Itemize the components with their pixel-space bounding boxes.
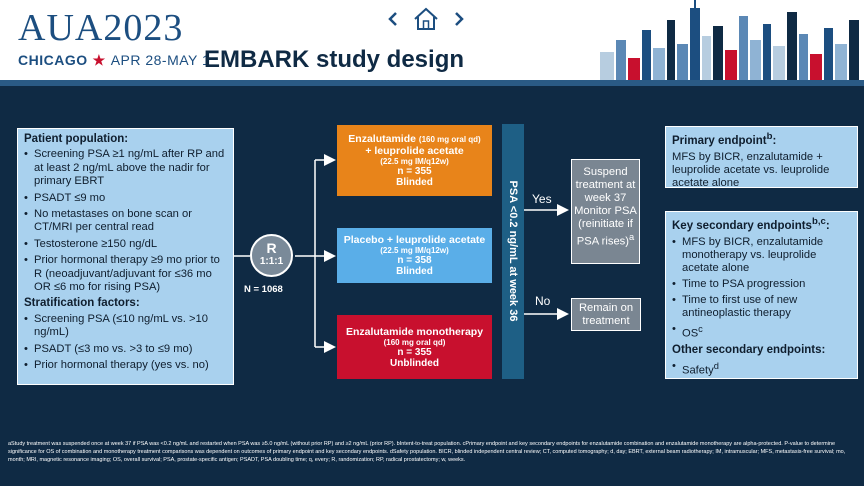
home-icon[interactable] <box>412 6 440 32</box>
slide-nav <box>386 6 466 32</box>
stratification-list: Screening PSA (≤10 ng/mL vs. >10 ng/mL) … <box>24 313 227 373</box>
arm-n: n = 355 <box>397 166 432 177</box>
list-item: No metastases on bone scan or CT/MRI per… <box>24 208 227 235</box>
arm-name-line2: + leuprolide acetate <box>365 145 464 157</box>
primary-endpoint-box: Primary endpointb: MFS by BICR, enzaluta… <box>665 126 858 189</box>
list-item: Testosterone ≥150 ng/dL <box>24 238 227 252</box>
randomization-letter: R <box>266 240 277 256</box>
other-secondary-list: Safetyd <box>672 360 851 378</box>
secondary-endpoints-box: Key secondary endpointsb,c: MFS by BICR,… <box>665 211 858 379</box>
randomization-circle: R 1:1:1 <box>250 234 293 277</box>
arm-name: Enzalutamide (160 mg oral qd) <box>348 133 481 145</box>
patient-criteria-box: Patient population: Screening PSA ≥1 ng/… <box>17 128 234 385</box>
psa-week36-bar: PSA <0.2 ng/mL at week 36 <box>502 124 524 379</box>
list-item: PSADT ≤9 mo <box>24 192 227 206</box>
primary-endpoint-text: MFS by BICR, enzalutamide + leuprolide a… <box>672 150 830 189</box>
yes-label: Yes <box>532 192 552 206</box>
arm-dose: (160 mg oral qd) <box>383 337 446 347</box>
logo-city-text: CHICAGO <box>18 52 88 68</box>
header-divider <box>0 80 864 86</box>
list-item: PSADT (≤3 mo vs. >3 to ≤9 mo) <box>24 343 227 357</box>
total-n-label: N = 1068 <box>244 284 283 295</box>
primary-endpoint-heading: Primary endpointb: <box>672 131 777 147</box>
chevron-right-icon[interactable] <box>452 11 466 27</box>
list-item: Screening PSA (≤10 ng/mL vs. >10 ng/mL) <box>24 313 227 340</box>
arm-name: Enzalutamide monotherapy <box>345 325 484 338</box>
remain-text: Remain on treatment <box>578 302 634 327</box>
logo-aua-text: AUA <box>18 7 104 49</box>
population-list: Screening PSA ≥1 ng/mL after RP and at l… <box>24 148 227 294</box>
arm-blinding: Unblinded <box>390 357 439 369</box>
arm-n: n = 355 <box>397 346 432 358</box>
list-item: Safetyd <box>672 360 851 378</box>
suspend-text: Suspend treatment at week 37 Monitor PSA… <box>574 166 637 248</box>
arm-name: Placebo + leuprolide acetate <box>343 234 486 246</box>
no-label: No <box>535 294 551 308</box>
key-secondary-list: MFS by BICR, enzalutamide monotherapy vs… <box>672 236 851 341</box>
aua-logo: AUA2023 <box>18 8 183 48</box>
list-item: MFS by BICR, enzalutamide monotherapy vs… <box>672 236 851 275</box>
arm-enzalutamide-monotherapy: Enzalutamide monotherapy (160 mg oral qd… <box>337 315 492 379</box>
slide-title: EMBARK study design <box>204 46 465 73</box>
list-item: Time to first use of new antineoplastic … <box>672 294 851 320</box>
stratification-heading: Stratification factors: <box>24 297 140 310</box>
slide-header: AUA2023 CHICAGO★APR 28-MAY 1 EMBARK stud… <box>0 0 864 80</box>
other-secondary-heading: Other secondary endpoints: <box>672 343 826 356</box>
logo-city-line: CHICAGO★APR 28-MAY 1 <box>18 52 210 69</box>
list-item: Prior hormonal therapy (yes vs. no) <box>24 359 227 373</box>
chevron-left-icon[interactable] <box>386 11 400 27</box>
list-item: Prior hormonal therapy ≥9 mo prior to R … <box>24 254 227 294</box>
chicago-skyline-graphic <box>600 0 859 80</box>
arm-enzalutamide-combination: Enzalutamide (160 mg oral qd) + leuproli… <box>337 125 492 196</box>
logo-dates-text: APR 28-MAY 1 <box>110 52 211 68</box>
arm-blinding: Blinded <box>396 266 433 277</box>
psa-bar-label: PSA <0.2 ng/mL at week 36 <box>507 180 519 322</box>
list-item: Screening PSA ≥1 ng/mL after RP and at l… <box>24 148 227 188</box>
list-item: OSc <box>672 323 851 341</box>
footnotes: aStudy treatment was suspended once at w… <box>8 441 846 463</box>
suspend-treatment-box: Suspend treatment at week 37 Monitor PSA… <box>571 159 640 264</box>
arm-dose: (22.5 mg IM/q12w) <box>380 246 449 255</box>
list-item: Time to PSA progression <box>672 278 851 291</box>
footnote-marker: a <box>629 232 635 242</box>
population-heading: Patient population: <box>24 133 129 145</box>
arm-blinding: Blinded <box>396 177 433 188</box>
key-secondary-heading: Key secondary endpointsb,c: <box>672 216 830 232</box>
arm-n: n = 358 <box>397 255 432 266</box>
arm-dose: (22.5 mg IM/q12w) <box>380 157 449 166</box>
randomization-ratio: 1:1:1 <box>259 256 284 267</box>
arm-placebo-leuprolide: Placebo + leuprolide acetate (22.5 mg IM… <box>337 228 492 283</box>
logo-year-text: 2023 <box>103 7 184 49</box>
star-icon: ★ <box>92 52 106 68</box>
remain-treatment-box: Remain on treatment <box>571 298 641 331</box>
